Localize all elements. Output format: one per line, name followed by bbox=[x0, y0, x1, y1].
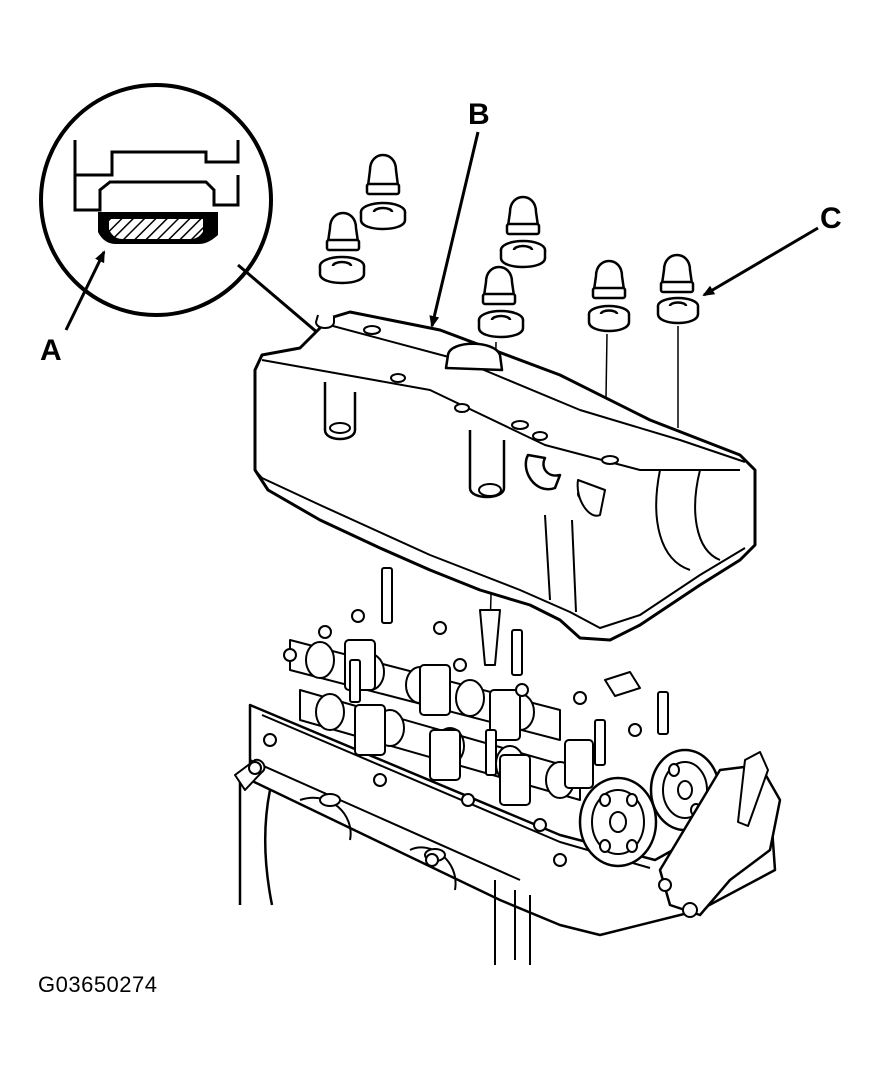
cap-nut-4 bbox=[477, 265, 525, 339]
studs bbox=[349, 567, 669, 776]
oil-filler-cap bbox=[444, 342, 504, 372]
cap-nuts bbox=[318, 153, 700, 339]
leader-b bbox=[429, 131, 480, 328]
valve-cover bbox=[253, 310, 757, 642]
callout-c: C bbox=[820, 202, 842, 235]
callout-b: B bbox=[468, 98, 490, 131]
bearing-caps bbox=[344, 639, 594, 806]
head-bolts bbox=[263, 609, 642, 867]
leader-c bbox=[702, 226, 819, 297]
figure-id: G03650274 bbox=[38, 972, 158, 997]
cap-nut-2 bbox=[318, 211, 366, 285]
cap-nut-5 bbox=[587, 259, 631, 333]
cap-nut-6 bbox=[656, 253, 700, 325]
cap-nut-1 bbox=[359, 153, 407, 231]
cylinder-head bbox=[234, 567, 782, 965]
leader-a bbox=[64, 250, 106, 331]
callout-a: A bbox=[40, 334, 62, 367]
cam-gear-front bbox=[578, 776, 658, 868]
cap-nut-3 bbox=[499, 195, 547, 269]
gasket-detail-inset bbox=[39, 83, 273, 317]
